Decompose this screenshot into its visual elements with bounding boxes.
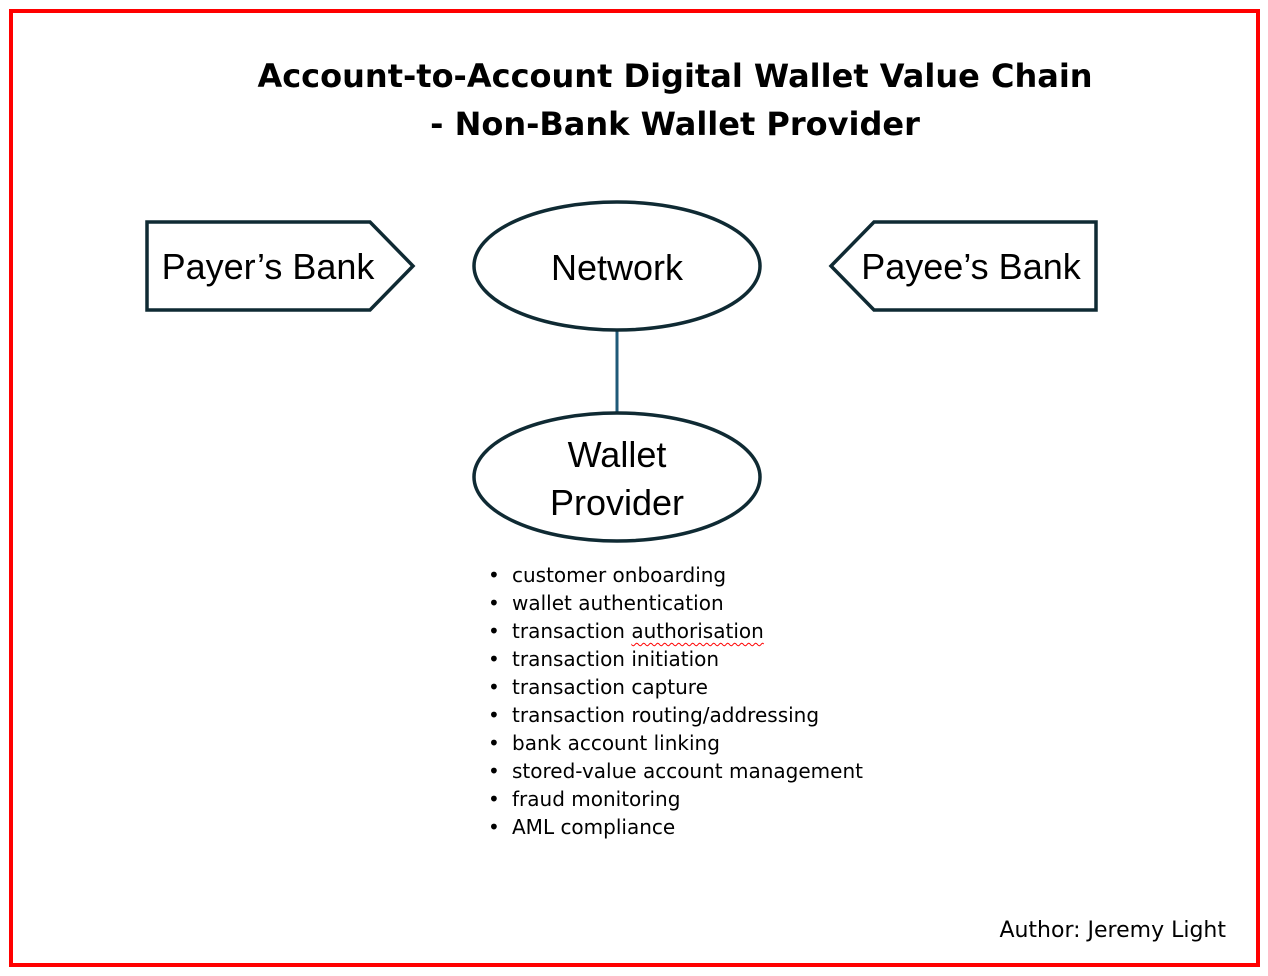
- list-item: transaction authorisation: [486, 617, 863, 645]
- wallet-provider-label-line-1: Wallet: [568, 434, 667, 475]
- list-item: customer onboarding: [486, 561, 863, 589]
- red-frame-border: [9, 9, 1260, 967]
- network-label: Network: [551, 247, 684, 288]
- list-item: fraud monitoring: [486, 785, 863, 813]
- title-line-2: - Non-Bank Wallet Provider: [430, 105, 920, 143]
- network-ellipse: [472, 200, 762, 332]
- payers-bank-shape: [145, 220, 416, 312]
- list-item: AML compliance: [486, 813, 863, 841]
- payers-bank-node: Payer’s Bank: [145, 220, 416, 312]
- list-item-text: transaction: [512, 619, 625, 643]
- network-node: Network: [472, 200, 762, 332]
- wallet-provider-ellipse: [472, 411, 762, 543]
- wallet-provider-functions-list: customer onboarding wallet authenticatio…: [486, 561, 863, 841]
- list-item: transaction initiation: [486, 645, 863, 673]
- payers-bank-label: Payer’s Bank: [162, 246, 376, 287]
- payees-bank-shape: [828, 220, 1098, 312]
- list-item: wallet authentication: [486, 589, 863, 617]
- payees-bank-label: Payee’s Bank: [861, 246, 1081, 287]
- wallet-provider-node: Wallet Provider: [472, 411, 762, 543]
- list-item: transaction capture: [486, 673, 863, 701]
- list-item: bank account linking: [486, 729, 863, 757]
- list-item: transaction routing/addressing: [486, 701, 863, 729]
- author-credit: Author: Jeremy Light: [999, 918, 1226, 943]
- wallet-provider-label-line-2: Provider: [550, 482, 684, 523]
- payees-bank-node: Payee’s Bank: [828, 220, 1098, 312]
- spellcheck-flagged-word: authorisation: [631, 619, 764, 643]
- list-item: stored-value account management: [486, 757, 863, 785]
- title-line-1: Account-to-Account Digital Wallet Value …: [257, 57, 1093, 95]
